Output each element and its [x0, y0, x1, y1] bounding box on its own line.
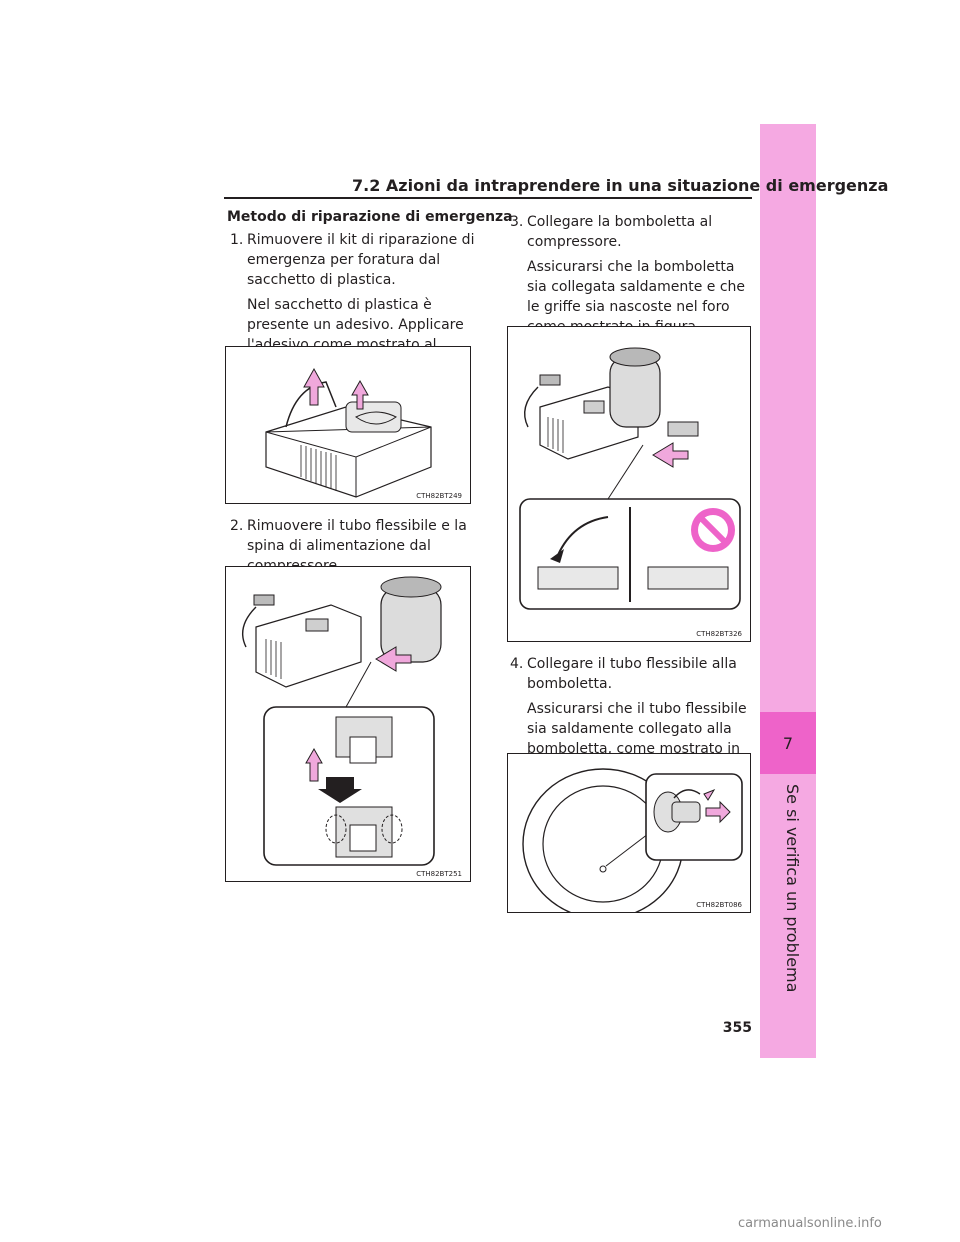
chapter-side-tab: [760, 124, 816, 1058]
page-header-title: 7.2 Azioni da intraprendere in una situa…: [352, 176, 889, 195]
step-note: Nel sacchetto di plastica è presente un …: [247, 295, 480, 375]
figure-code: CTH82BT086: [696, 901, 742, 909]
hose-removal-illustration: [242, 576, 442, 866]
step-1: 1. Rimuovere il kit di riparazione di em…: [230, 230, 480, 375]
step-number: 3.: [510, 214, 524, 230]
compressor-in-bag-illustration: [265, 367, 432, 498]
chapter-number-box: 7: [760, 712, 816, 774]
figure-repair-kit-bag: CTH82BT249: [225, 346, 471, 504]
watermark-text[interactable]: carmanualsonline.info: [738, 1216, 882, 1231]
step-number: 2.: [230, 518, 244, 534]
figure-code: CTH82BT249: [416, 492, 462, 500]
figure-connect-hose: CTH82BT086: [507, 753, 751, 913]
step-number: 4.: [510, 656, 524, 672]
step-text: Collegare il tubo flessibile alla bombol…: [527, 656, 737, 692]
section-title: Metodo di riparazione di emergenza: [227, 209, 513, 225]
header-rule: [224, 197, 752, 199]
chapter-label: Se si verifica un problema: [783, 784, 802, 993]
step-number: 1.: [230, 232, 244, 248]
step-note-text: Nel sacchetto di plastica è presente un …: [247, 297, 464, 373]
tire-valve-illustration: [522, 768, 743, 912]
figure-connect-canister: CTH82BT326: [507, 326, 751, 642]
step-text: Collegare la bomboletta al compressore.: [527, 214, 713, 250]
figure-remove-hose: CTH82BT251: [225, 566, 471, 882]
figure-code: CTH82BT326: [696, 630, 742, 638]
chapter-number: 7: [782, 733, 794, 753]
page-number: 355: [722, 1020, 752, 1036]
step-text: Rimuovere il kit di riparazione di emerg…: [247, 232, 475, 288]
canister-connection-illustration: [519, 347, 741, 610]
step-3: 3. Collegare la bomboletta al compressor…: [510, 212, 756, 337]
figure-code: CTH82BT251: [416, 870, 462, 878]
step-note: Assicurarsi che la bomboletta sia colleg…: [527, 259, 746, 335]
